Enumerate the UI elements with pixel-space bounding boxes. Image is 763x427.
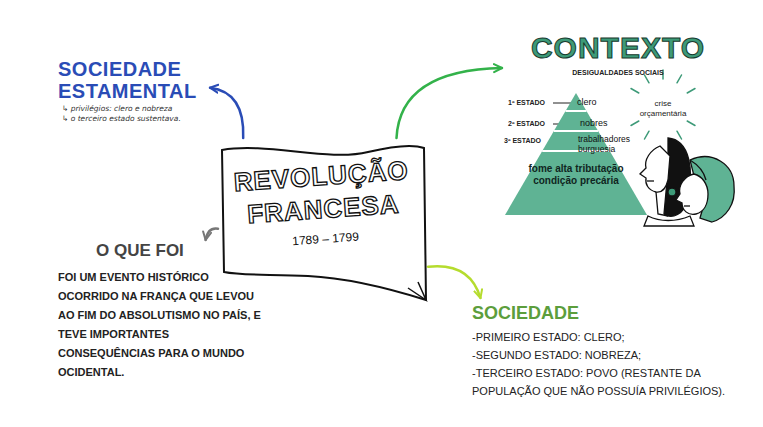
body-line: -PRIMEIRO ESTADO: CLERO; <box>472 328 754 346</box>
body-text: FOI UM EVENTO HISTÓRICO OCORRIDO NA FRAN… <box>58 268 263 382</box>
topic-title: SOCIEDADE <box>472 302 754 324</box>
level-name: clero <box>577 97 597 107</box>
pyramid-text: fome alta tributação condição precária <box>526 163 626 187</box>
text-holder: REVOLUÇÃO FRANCESA1789 – 1799 <box>227 154 419 253</box>
topic-title: O QUE FOI <box>96 240 263 262</box>
level-label: 1º ESTADO <box>508 99 545 106</box>
central-title: REVOLUÇÃO FRANCESA <box>227 154 417 233</box>
starburst <box>631 70 695 139</box>
text-holder: fome alta tributação condição precária <box>526 163 626 187</box>
level-label: 3º ESTADO <box>504 137 541 144</box>
topic-note: SOCIEDADE -PRIMEIRO ESTADO: CLERO;-SEGUND… <box>472 298 754 400</box>
branch-arrow <box>206 229 218 240</box>
subtitle: DESIGUALDADES SOCIAIS <box>522 68 714 77</box>
level-label: 2º ESTADO <box>508 120 545 127</box>
topic-note: O QUE FOI FOI UM EVENTO HISTÓRICO OCORRID… <box>58 240 263 382</box>
topic-title: CONTEXTO <box>522 30 714 66</box>
body-line: -SEGUNDO ESTADO: NOBREZA; <box>472 346 754 364</box>
level-name: trabalhadores burguesia <box>578 134 640 154</box>
branch-arrow <box>397 68 503 138</box>
topic-note: CONTEXTO DESIGUALDADES SOCIAIS fome alta t… <box>502 30 757 230</box>
flag-shape: REVOLUÇÃO FRANCESA1789 – 1799 <box>218 138 428 303</box>
branch-arrow <box>428 266 480 298</box>
women-figures <box>640 138 734 226</box>
body-line: -TERCEIRO ESTADO: POVO (RESTANTE DA POPU… <box>472 364 754 400</box>
pyramid-outline <box>505 93 647 215</box>
pyramid-shape: fome alta tributação condição precária <box>505 93 647 215</box>
burst-label: crise orçamentária <box>635 99 691 119</box>
topic-note: SOCIEDADE ESTAMENTAL ↳ privilégios: clero… <box>58 58 210 124</box>
note-line: ↳ privilégios: clero e nobreza <box>62 104 210 114</box>
note-line: ↳ o terceiro estado sustentava. <box>62 114 210 124</box>
topic-title: SOCIEDADE ESTAMENTAL <box>58 58 210 102</box>
level-name: nobres <box>580 118 608 128</box>
branch-arrow <box>210 88 243 138</box>
